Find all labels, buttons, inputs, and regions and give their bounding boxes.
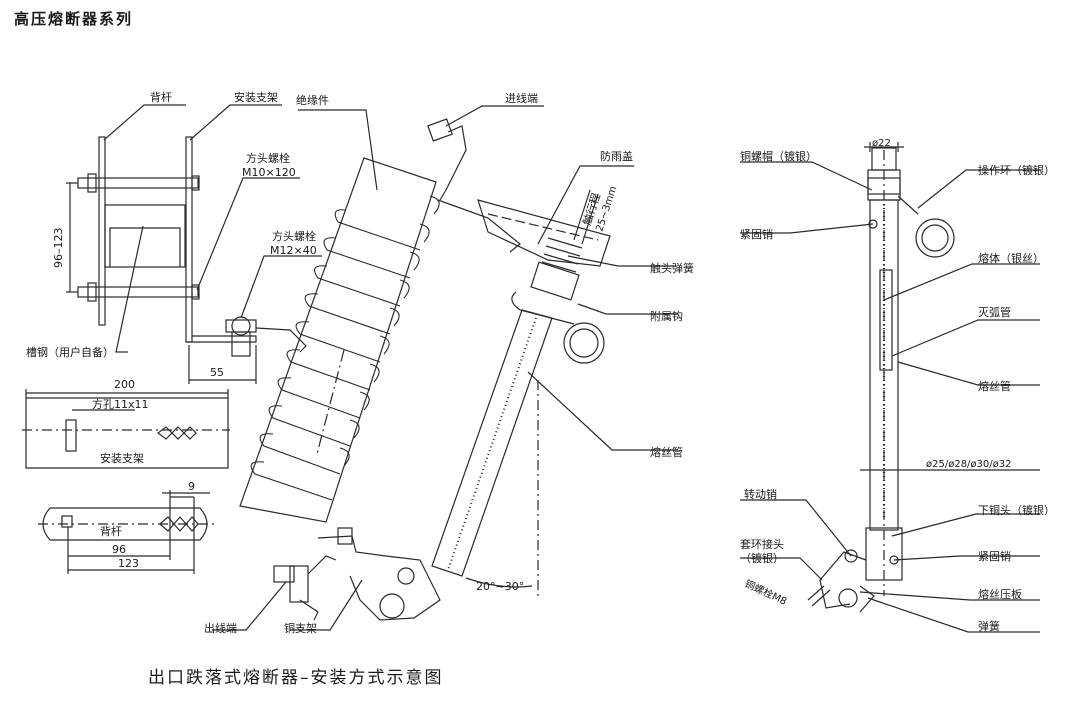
label-inlet-terminal: 进线端	[505, 91, 538, 105]
label-diameters: ø25/ø28/ø30/ø32	[926, 459, 1011, 470]
label-back-bar: 背杆	[150, 90, 172, 104]
label-fuse-tube: 熔丝管	[650, 445, 683, 459]
label-copper-nut: 铜螺帽（镀银）	[740, 149, 817, 163]
label-fuse-tube-2: 熔丝管	[978, 379, 1011, 393]
label-dim-55: 55	[210, 366, 224, 379]
label-arc-tube: 灭弧管	[978, 305, 1011, 319]
label-dim-9: 9	[188, 480, 195, 493]
page-title: 高压熔断器系列	[14, 10, 134, 28]
label-square-hole: 方孔11x11	[92, 397, 149, 411]
label-dim-96: 96	[112, 543, 126, 556]
label-spring: 弹簧	[978, 619, 1000, 633]
label-operating-ring: 操作环（镀银）	[978, 163, 1055, 177]
label-copper-bolt: 铜螺栓M8	[743, 577, 789, 608]
insulator	[239, 157, 440, 523]
label-ring-joint: 套环接头	[740, 538, 784, 551]
backbar-top-view	[38, 490, 214, 574]
label-rain-cover: 防雨盖	[600, 149, 633, 163]
label-back-bar-2: 背杆	[100, 524, 122, 538]
label-lower-head: 下铜头（镀银）	[978, 503, 1055, 517]
figure-caption: 出口跌落式熔断器–安装方式示意图	[148, 668, 444, 688]
label-dim-123: 123	[118, 557, 139, 570]
label-angle: 20°~30°	[476, 580, 524, 593]
fuse-tube-detail	[740, 142, 1040, 633]
label-dia-22: ø22	[872, 138, 891, 149]
label-contact-spring: 触头弹簧	[650, 261, 694, 275]
label-fuse-element: 熔体（银丝）	[978, 251, 1044, 265]
label-bolt2-size: M12×40	[270, 244, 317, 257]
label-insulator: 绝缘件	[296, 93, 329, 107]
label-ring-joint-sub: （镀银）	[740, 551, 784, 565]
label-outlet-terminal: 出线端	[204, 621, 237, 635]
label-copper-bracket: 铜支架	[284, 621, 317, 635]
label-lock-pin-2: 紧固销	[978, 549, 1011, 563]
label-dim-200: 200	[114, 378, 135, 391]
label-bolt2-name: 方头螺栓	[272, 229, 316, 243]
label-channel-steel: 槽钢（用户自备）	[26, 345, 114, 359]
label-fuse-plate: 熔丝压板	[978, 587, 1022, 601]
label-lock-pin: 紧固销	[740, 227, 773, 241]
label-bolt1-name: 方头螺栓	[246, 151, 290, 165]
bracket-top-view	[22, 389, 230, 469]
label-hook: 附属钩	[650, 309, 683, 323]
label-mount-bracket-2: 安装支架	[100, 451, 144, 465]
fuse-assembly	[212, 105, 678, 631]
label-bolt1-size: M10×120	[242, 166, 296, 179]
label-dim-96-123: 96–123	[52, 228, 65, 269]
label-pivot-pin: 转动销	[744, 487, 777, 501]
bracket-side-view	[66, 104, 322, 384]
label-mount-bracket: 安装支架	[234, 90, 278, 104]
